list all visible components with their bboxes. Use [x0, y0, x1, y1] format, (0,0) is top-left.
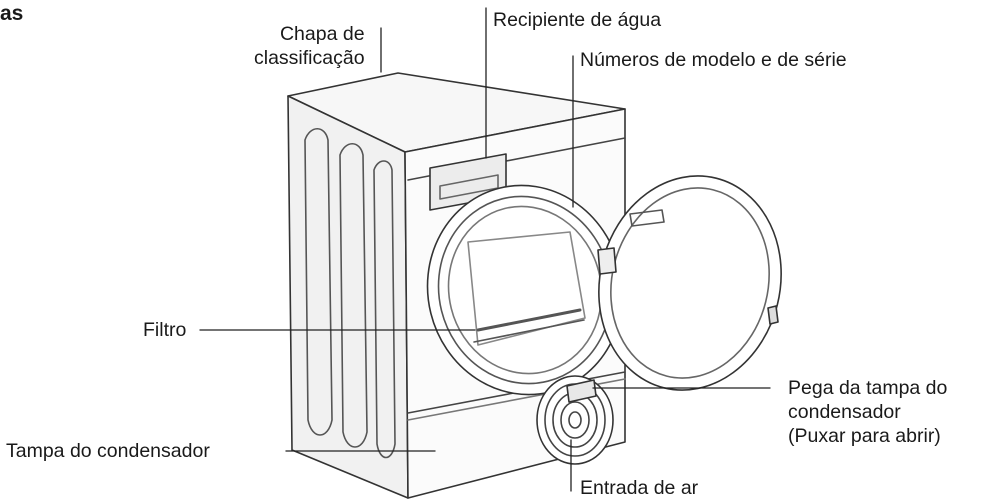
air-inlet-grille	[536, 375, 614, 465]
label-air-inlet: Entrada de ar	[580, 477, 699, 499]
label-rating-plate: Chapa de classificação	[254, 23, 365, 69]
label-water-container: Recipiente de água	[493, 9, 662, 31]
label-condenser-cover-handle: Pega da tampa do condensador (Puxar para…	[788, 377, 948, 447]
door-opening	[426, 184, 624, 396]
label-condenser-cover: Tampa do condensador	[6, 440, 210, 462]
label-model-serial-numbers: Números de modelo e de série	[580, 49, 847, 71]
label-filter: Filtro	[143, 319, 187, 341]
leader-lines	[199, 7, 771, 492]
section-heading-fragment: as	[0, 2, 24, 25]
side-ribs	[304, 127, 396, 459]
